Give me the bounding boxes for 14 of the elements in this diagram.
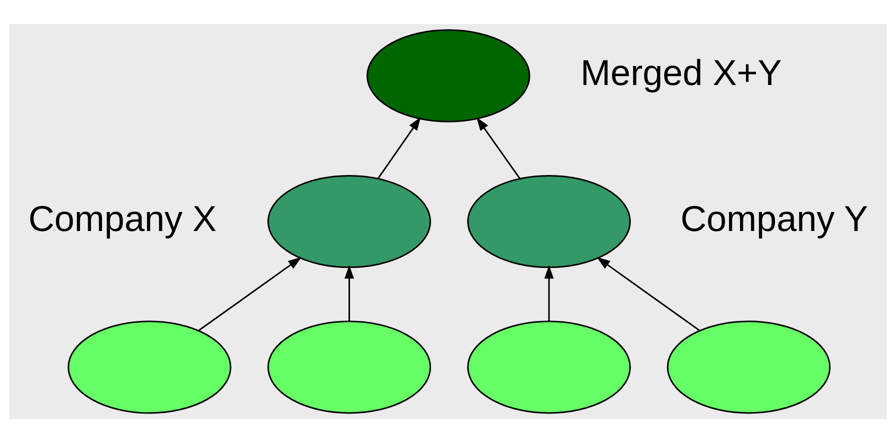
node-ellipse — [267, 320, 432, 414]
arrow — [378, 116, 421, 179]
node-label: Company Y — [680, 198, 868, 239]
arrow — [198, 257, 302, 332]
node-label: Merged X+Y — [580, 52, 782, 94]
node-label: Company X — [28, 198, 217, 239]
node-ellipse — [666, 320, 831, 414]
arrow — [544, 265, 554, 322]
node-ellipse — [366, 29, 530, 122]
arrow — [476, 117, 520, 180]
node-ellipse — [467, 320, 631, 414]
node-ellipse — [68, 320, 232, 414]
arrow — [344, 265, 354, 322]
arrow — [596, 257, 700, 332]
